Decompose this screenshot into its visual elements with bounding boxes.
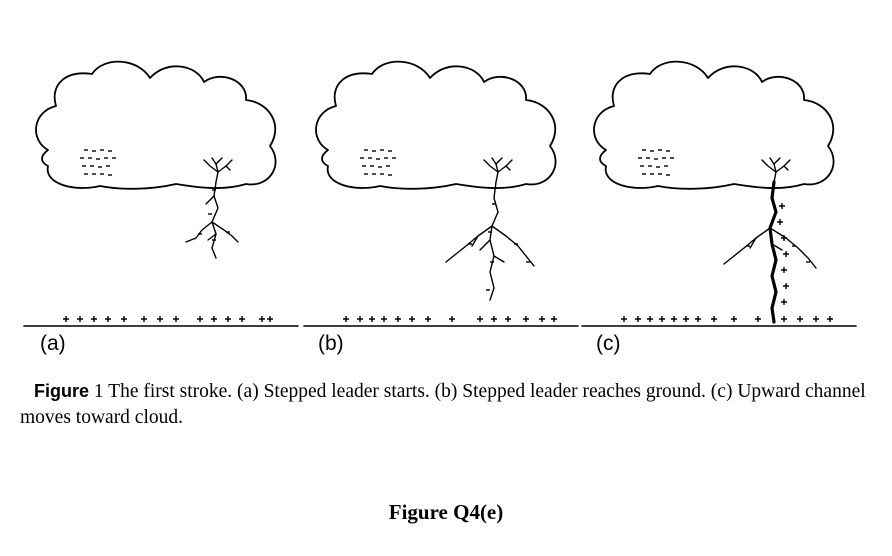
ground-charge-plus-b-13: [551, 316, 557, 322]
ground-charge-plus-b-2: [369, 316, 375, 322]
ground-charge-plus-a-12: [259, 316, 265, 322]
stepped-leader-b-5: [471, 235, 479, 247]
ground-charge-plus-c-12: [813, 316, 819, 322]
ground-charge-plus-a-7: [173, 316, 179, 322]
ground-charge-plus-c-11: [797, 316, 803, 322]
channel-charge-plus-c-1: [777, 219, 783, 225]
ground-charge-plus-c-6: [695, 316, 701, 322]
lightning-diagram: [23, 60, 857, 327]
figure-caption: Figure 1 The first stroke. (a) Stepped l…: [20, 378, 880, 431]
stepped-leader-b-4: [493, 255, 505, 263]
ground-charge-plus-c-2: [647, 316, 653, 322]
ground-charge-plus-b-7: [449, 316, 455, 322]
leader-in-cloud-c-4: [773, 157, 781, 165]
leader-in-cloud-a-5: [225, 165, 231, 171]
leader-in-cloud-b-5: [505, 165, 511, 171]
channel-charge-plus-c-3: [783, 251, 789, 257]
ground-charge-plus-b-8: [477, 316, 483, 322]
ground-charge-plus-a-9: [211, 316, 217, 322]
ground-charge-plus-c-8: [731, 316, 737, 322]
channel-charge-plus-c-6: [781, 299, 787, 305]
ground-charge-plus-c-1: [635, 316, 641, 322]
stepped-leader-c-1: [769, 227, 817, 269]
panel-c: [581, 60, 857, 327]
ground-charge-plus-c-4: [671, 316, 677, 322]
ground-charge-plus-b-5: [409, 316, 415, 322]
stepped-leader-a-2: [211, 221, 239, 243]
ground-charge-plus-c-13: [827, 316, 833, 322]
ground-charge-plus-c-9: [755, 316, 761, 322]
stepped-leader-a-0: [211, 181, 219, 259]
cloud-outline-b: [315, 60, 557, 190]
ground-charge-plus-c-5: [683, 316, 689, 322]
stepped-leader-c-0: [723, 227, 771, 265]
ground-charge-plus-b-6: [425, 316, 431, 322]
channel-charge-plus-c-5: [783, 283, 789, 289]
panel-label-c: (c): [596, 332, 621, 355]
leader-in-cloud-a-3: [211, 157, 217, 165]
ground-charge-plus-b-9: [491, 316, 497, 322]
stepped-leader-c-2: [771, 243, 783, 251]
leader-in-cloud-b-4: [495, 157, 503, 165]
panel-a: [23, 60, 299, 327]
cloud-outline-c: [593, 60, 835, 190]
stepped-leader-a-1: [185, 221, 213, 243]
ground-charge-plus-a-10: [225, 316, 231, 322]
ground-charge-plus-a-13: [267, 316, 273, 322]
stepped-leader-c-3: [749, 237, 757, 249]
upward-channel-c: [768, 180, 778, 324]
channel-charge-plus-c-2: [781, 235, 787, 241]
ground-charge-plus-c-10: [781, 316, 787, 322]
channel-charge-plus-c-0: [779, 203, 785, 209]
leader-in-cloud-c-1: [761, 159, 777, 173]
figure-title: Figure Q4(e): [388, 500, 504, 524]
panel-label-a: (a): [40, 332, 66, 355]
caption-figure-word: Figure: [34, 381, 90, 401]
ground-charge-plus-a-2: [91, 316, 97, 322]
stepped-leader-a-4: [207, 233, 217, 241]
ground-charge-plus-b-11: [523, 316, 529, 322]
ground-charge-plus-b-12: [539, 316, 545, 322]
leader-in-cloud-c-5: [783, 165, 789, 171]
leader-in-cloud-a-1: [203, 159, 219, 173]
stepped-leader-b-3: [479, 239, 491, 251]
stepped-leader-b-1: [445, 225, 493, 263]
ground-charge-plus-b-4: [395, 316, 401, 322]
ground-charge-plus-a-11: [239, 316, 245, 322]
ground-charge-plus-c-7: [711, 316, 717, 322]
leader-in-cloud-b-1: [483, 159, 499, 173]
stepped-leader-b-0: [489, 181, 499, 301]
leader-in-cloud-a-4: [215, 157, 223, 165]
stepped-leader-a-3: [205, 195, 215, 205]
leader-in-cloud-a-0: [215, 163, 219, 183]
ground-charge-plus-b-1: [357, 316, 363, 322]
ground-charge-plus-a-6: [157, 316, 163, 322]
leader-in-cloud-b-3: [491, 157, 497, 165]
channel-charge-plus-c-4: [781, 267, 787, 273]
ground-charge-plus-b-0: [343, 316, 349, 322]
ground-charge-plus-c-0: [621, 316, 627, 322]
stepped-leader-b-2: [491, 225, 535, 267]
panel-label-b: (b): [318, 332, 344, 355]
ground-charge-plus-a-0: [63, 316, 69, 322]
ground-charge-plus-b-3: [381, 316, 387, 322]
ground-charge-plus-a-5: [141, 316, 147, 322]
caption-text: 1 The first stroke. (a) Stepped leader s…: [20, 381, 866, 428]
ground-charge-plus-a-8: [197, 316, 203, 322]
cloud-outline-a: [35, 60, 277, 190]
ground-charge-plus-a-1: [77, 316, 83, 322]
ground-charge-plus-a-4: [121, 316, 127, 322]
ground-charge-plus-c-3: [659, 316, 665, 322]
leader-in-cloud-b-0: [495, 163, 499, 183]
ground-charge-plus-b-10: [505, 316, 511, 322]
leader-in-cloud-c-0: [773, 163, 777, 183]
ground-charge-plus-a-3: [105, 316, 111, 322]
leader-in-cloud-c-3: [769, 157, 775, 165]
panel-b: [303, 60, 579, 327]
